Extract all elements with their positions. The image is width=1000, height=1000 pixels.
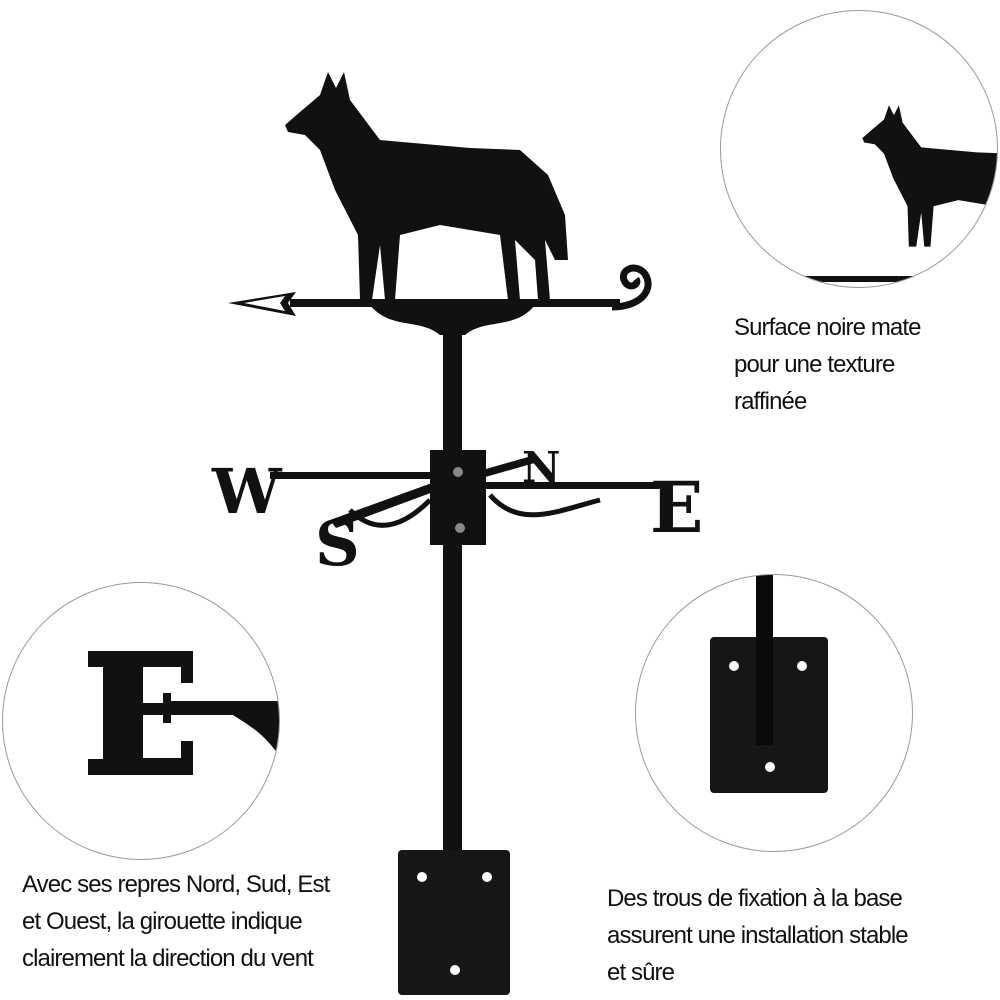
detail-circle-surface (720, 10, 998, 288)
caption-line: assurent une installation stable (607, 922, 909, 949)
caption-line: Avec ses repres Nord, Sud, Est (22, 871, 330, 898)
compass-arms: W N E S (211, 443, 703, 580)
caption-line: et Ouest, la girouette indique (22, 908, 303, 935)
caption-directions: Avec ses repres Nord, Sud, Est et Ouest,… (22, 866, 330, 977)
base-detail (710, 575, 828, 793)
caption-line: Des trous de fixation à la base (607, 885, 903, 912)
caption-line: et sûre (607, 959, 675, 986)
caption-mounting: Des trous de fixation à la base assurent… (607, 880, 909, 991)
compass-north-label: N (522, 443, 560, 492)
caption-surface: Surface noire mate pour une texture raff… (734, 309, 921, 420)
caption-line: clairement la direction du vent (22, 945, 314, 972)
caption-line: Surface noire mate (734, 314, 921, 341)
arrow (228, 264, 652, 335)
dog-detail (801, 105, 997, 282)
compass-west-label: W (211, 455, 283, 528)
compass-south-label: S (315, 507, 360, 580)
detail-circle-letter (2, 582, 280, 860)
dog-silhouette (285, 72, 568, 300)
pole (443, 330, 462, 855)
letter-e-detail (88, 651, 279, 775)
base-plate (398, 850, 510, 995)
caption-line: raffinée (734, 388, 807, 415)
caption-line: pour une texture (734, 351, 895, 378)
detail-circle-mounting (635, 574, 913, 852)
compass-east-label: E (650, 466, 703, 549)
